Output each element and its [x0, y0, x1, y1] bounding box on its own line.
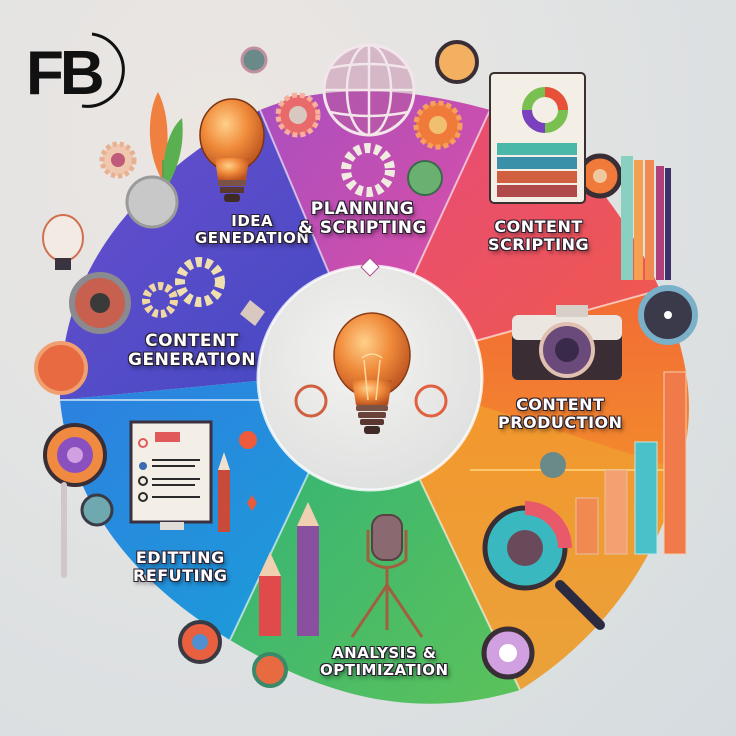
center-left-ring-icon: [294, 384, 328, 418]
label-line: GENEDATION: [195, 228, 310, 247]
square-icon: [240, 300, 265, 326]
sparkle-icon: [247, 495, 257, 511]
label-line: PLANNING: [310, 199, 415, 219]
label-content-generation: CONTENT GENERATION: [128, 332, 256, 369]
globe-icon: [322, 43, 416, 137]
outline-lightbulb-icon: [42, 214, 84, 270]
microphone-icon: [350, 514, 424, 638]
checklist-monitor-icon: [129, 420, 213, 530]
label-line: PRODUCTION: [498, 412, 623, 432]
center-right-ring-icon: [414, 384, 448, 418]
camera-icon: [512, 305, 622, 380]
diamond-icon: [360, 257, 380, 277]
sector-planning-scripting[interactable]: [260, 91, 490, 370]
pencil-icons: [218, 452, 319, 636]
label-line: EDITTING: [135, 548, 225, 567]
label-line: REFUTING: [133, 565, 228, 585]
label-content-production: CONTENT PRODUCTION: [498, 396, 623, 431]
label-analysis-optimization: ANALYSIS & OPTIMIZATION: [320, 645, 449, 678]
label-line: CONTENT: [145, 331, 239, 351]
logo-text: FB: [26, 39, 105, 108]
label-line: CONTENT: [516, 395, 605, 414]
bar-chart-icon: [575, 371, 687, 555]
label-line: SCRIPTING: [488, 234, 590, 254]
label-planning-scripting: PLANNING & SCRIPTING: [298, 200, 427, 237]
label-idea-generation: IDEA GENEDATION: [195, 213, 309, 246]
label-content-scripting: CONTENT SCRIPTING: [488, 218, 589, 253]
magnifier-icon: [482, 501, 605, 630]
decorative-orbs: [34, 40, 698, 688]
label-line: IDEA: [231, 212, 274, 230]
label-line: OPTIMIZATION: [320, 660, 449, 679]
gear-icons: [99, 92, 463, 318]
stripe-bars-icon: [621, 156, 671, 280]
label-editting-refuting: EDITTING REFUTING: [133, 549, 228, 584]
label-line: & SCRIPTING: [298, 217, 427, 238]
label-line: CONTENT: [494, 217, 583, 236]
lightbulb-icon: [333, 312, 411, 434]
label-line: GENERATION: [128, 349, 256, 370]
fb-logo: FB: [22, 28, 140, 112]
label-line: ANALYSIS &: [332, 644, 437, 662]
color-palette-document-icon: [489, 72, 586, 204]
idea-lightbulb-icon: [199, 98, 265, 202]
